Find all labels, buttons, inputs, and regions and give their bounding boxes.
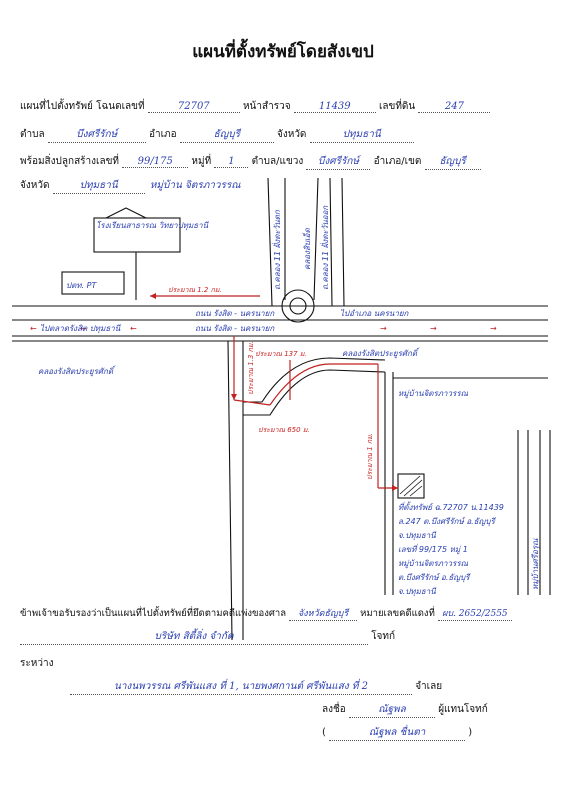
court-value: จังหวัดธัญบุรี <box>289 606 358 621</box>
village-right-label: หมู่บ้านศรีอรุณ <box>531 538 541 590</box>
svg-text:←: ← <box>80 324 87 333</box>
defendants-value: นางนพวรรณ ศรีพันแสง ที่ 1, นายพงศกานต์ ศ… <box>70 679 412 695</box>
distance-1km-label: ประมาณ 1 กม. <box>366 433 374 480</box>
building-row: พร้อมสิ่งปลูกสร้างเลขที่ 99/175 หมู่ที่ … <box>20 154 481 170</box>
main-road-label-2: ถนน รังสิต - นครนายก <box>195 324 275 333</box>
deed-value: 72707 <box>147 101 240 113</box>
province2-label: จังหวัด <box>20 180 50 191</box>
between-label: ระหว่าง <box>20 658 54 669</box>
location-row: ตำบล บึงศรีรักษ์ อำเภอ ธัญบุรี จังหวัด ป… <box>20 127 414 143</box>
land-label: เลขที่ดิน <box>378 101 416 112</box>
road-right-label: ไปอำเภอ นครนายก <box>340 308 410 318</box>
province2-value: ปทุมธานี <box>52 178 145 194</box>
property-line: ที่ตั้งทรัพย์ ฉ.72707 น.11439 <box>398 501 504 512</box>
school-name: โรงเรียนสาธารณ วิทยาปทุมธานี <box>96 220 209 231</box>
page-value: 11439 <box>293 101 376 113</box>
moo-value: 1 <box>214 156 249 168</box>
certify-row: ข้าพเจ้าขอรับรองว่าเป็นแผนที่ไปตั้งทรัพย… <box>20 606 512 621</box>
district-label: อำเภอ <box>148 129 177 140</box>
land-value: 247 <box>418 101 491 113</box>
representative-label: ผู้แทนโจทก์ <box>438 704 488 715</box>
moo-label: หมู่ที่ <box>191 156 212 167</box>
subdistrict-value: บึงศรีรักษ์ <box>47 127 146 143</box>
property-line: หมู่บ้านจิตรภาวรรณ <box>398 559 469 569</box>
distance-1-2-label: ประมาณ 1.2 กม. <box>168 286 222 294</box>
property-description: ที่ตั้งทรัพย์ ฉ.72707 น.11439 ล.247 ต.บึ… <box>398 501 504 597</box>
property-line: ต.บึงศรีรักษ์ อ.ธัญบุรี <box>398 572 471 583</box>
distance-small-label: ประมาณ 1.3 กม. <box>247 341 255 395</box>
between-row: นางนพวรรณ ศรีพันแสง ที่ 1, นายพงศกานต์ ศ… <box>70 679 442 695</box>
plaintiff-row: บริษัท สิตี้ลิ่ง จำกัด โจทก์ <box>20 629 395 645</box>
property-line: เลขที่ 99/175 หมู่ 1 <box>398 543 468 555</box>
svg-text:→: → <box>490 324 497 333</box>
svg-text:←: ← <box>130 324 137 333</box>
building-district-label: อำเภอ/เขต <box>373 156 422 167</box>
certify-text: ข้าพเจ้าขอรับรองว่าเป็นแผนที่ไปตั้งทรัพย… <box>20 608 287 619</box>
signer-name: ณัฐพล ชื่นตา <box>329 725 466 741</box>
page-title: แผนที่ตั้งทรัพย์โดยสังเขป <box>192 42 374 62</box>
road-v2-label: ถ.คลอง 11 ฝั่งตะวันออก <box>319 205 330 290</box>
province-label: จังหวัด <box>276 129 307 140</box>
distance-650-label: ประมาณ 650 ม. <box>258 426 310 434</box>
property-line: ล.247 ต.บึงศรีรักษ์ อ.ธัญบุรี <box>398 516 496 527</box>
building-subdistrict-value: บึงศรีรักษ์ <box>306 154 371 170</box>
deed-label: แผนที่ไปตั้งทรัพย์ โฉนดเลขที่ <box>20 101 145 112</box>
sign-value: ณัฐพล <box>349 702 435 718</box>
deed-row: แผนที่ไปตั้งทรัพย์ โฉนดเลขที่ 72707 หน้า… <box>20 99 491 114</box>
case-value: ผบ. 2652/2555 <box>437 606 512 621</box>
signature-row: ลงชื่อ ณัฐพล ผู้แทนโจทก์ <box>322 702 488 718</box>
subdistrict-label: ตำบล <box>20 129 45 140</box>
plaintiff-label: โจทก์ <box>371 631 396 642</box>
sign-label: ลงชื่อ <box>322 704 346 715</box>
district-value: ธัญบุรี <box>179 127 274 143</box>
building-district-value: ธัญบุรี <box>424 154 481 170</box>
plaintiff-value: บริษัท สิตี้ลิ่ง จำกัด <box>20 629 368 645</box>
svg-text:←: ← <box>30 324 37 333</box>
road-left-label: ไปตลาดรังสิต ปทุมธานี <box>40 323 121 334</box>
distance-137-label: ประมาณ 137 ม. <box>255 350 307 358</box>
building-label: พร้อมสิ่งปลูกสร้างเลขที่ <box>20 156 120 167</box>
svg-text:→: → <box>430 324 437 333</box>
signer-name-row: ( ณัฐพล ชื่นตา ) <box>322 725 472 741</box>
defendant-label: จำเลย <box>415 681 443 692</box>
case-label: หมายเลขคดีแดงที่ <box>360 608 435 619</box>
road-v1-label: ถ.คลอง 11 ฝั่งตะวันตก <box>271 209 282 290</box>
main-road-label: ถนน รังสิต - นครนายก <box>195 309 275 318</box>
canal-left-label: คลองรังสิตประยูรศักดิ์ <box>38 365 116 377</box>
property-line: จ.ปทุมธานี <box>398 531 436 541</box>
building-value: 99/175 <box>122 156 189 168</box>
province2-row: จังหวัด ปทุมธานี หมู่บ้าน จิตรภาวรรณ <box>20 178 243 194</box>
building-subdistrict-label: ตำบล/แขวง <box>251 156 304 167</box>
svg-text:→: → <box>380 324 387 333</box>
ptt-label: ปตท. PT <box>66 281 97 290</box>
province-value: ปทุมธานี <box>309 127 414 143</box>
village-label: หมู่บ้านจิตรภาวรรณ <box>398 389 469 399</box>
village-note: หมู่บ้าน จิตรภาวรรณ <box>149 180 241 191</box>
canal-right-label: คลองรังสิตประยูรศักดิ์ <box>342 347 420 359</box>
canal-vertical-label: คลองสิบเอ็ด <box>302 228 312 270</box>
page-label: หน้าสำรวจ <box>242 101 291 112</box>
property-line: จ.ปทุมธานี <box>398 587 436 597</box>
